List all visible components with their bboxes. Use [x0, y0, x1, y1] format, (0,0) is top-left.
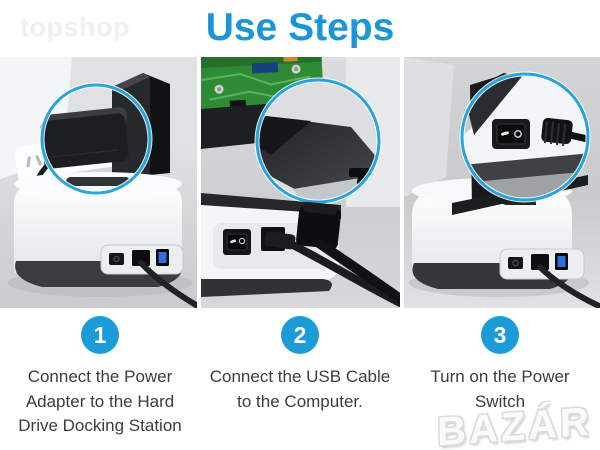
step-caption-2: Connect the USB Cable to the Computer.: [209, 367, 391, 411]
step-item-2: 2 Connect the USB Cable to the Computer.: [200, 316, 400, 439]
step-item-1: 1 Connect the Power Adapter to the Hard …: [0, 316, 200, 439]
step-number-badge-1: 1: [81, 316, 119, 354]
watermark-topshop: topshop: [20, 12, 130, 42]
dc-power-port: [508, 257, 523, 269]
highlight-circle: [459, 71, 591, 203]
dc-plug: [541, 117, 588, 147]
photo-step-1-power-adapter: [0, 57, 197, 308]
highlight-circle: [39, 82, 153, 196]
step-caption-1: Connect the Power Adapter to the Hard Dr…: [18, 367, 182, 436]
dc-power-port: [109, 253, 124, 265]
wall-left: [404, 57, 454, 197]
power-adapter: [40, 107, 129, 169]
highlight-circle: [254, 77, 382, 205]
steps-row: 1 Connect the Power Adapter to the Hard …: [0, 316, 600, 439]
page-title: Use Steps: [205, 6, 395, 49]
step-number-badge-3: 3: [481, 316, 519, 354]
rear-ports-panel: [100, 244, 184, 275]
photo-step-2-usb-to-computer: [201, 57, 400, 308]
power-cable: [285, 239, 400, 307]
usb-cable: [537, 264, 600, 308]
usb-cable: [138, 260, 197, 308]
photo-row: [0, 57, 600, 308]
usb-cable-thick: [314, 238, 400, 304]
usb-port-plugged: [132, 250, 150, 266]
step-number-badge-2: 2: [281, 316, 319, 354]
photo-step-3-power-switch: [404, 57, 600, 308]
rear-ports-panel: [499, 248, 585, 280]
dock-rear: [201, 193, 400, 307]
usb-plug: [296, 201, 341, 249]
usb-port-plugged: [531, 254, 549, 270]
step-caption-3: Turn on the Power Switch: [430, 367, 570, 411]
step-item-3: 3 Turn on the Power Switch: [400, 316, 600, 439]
